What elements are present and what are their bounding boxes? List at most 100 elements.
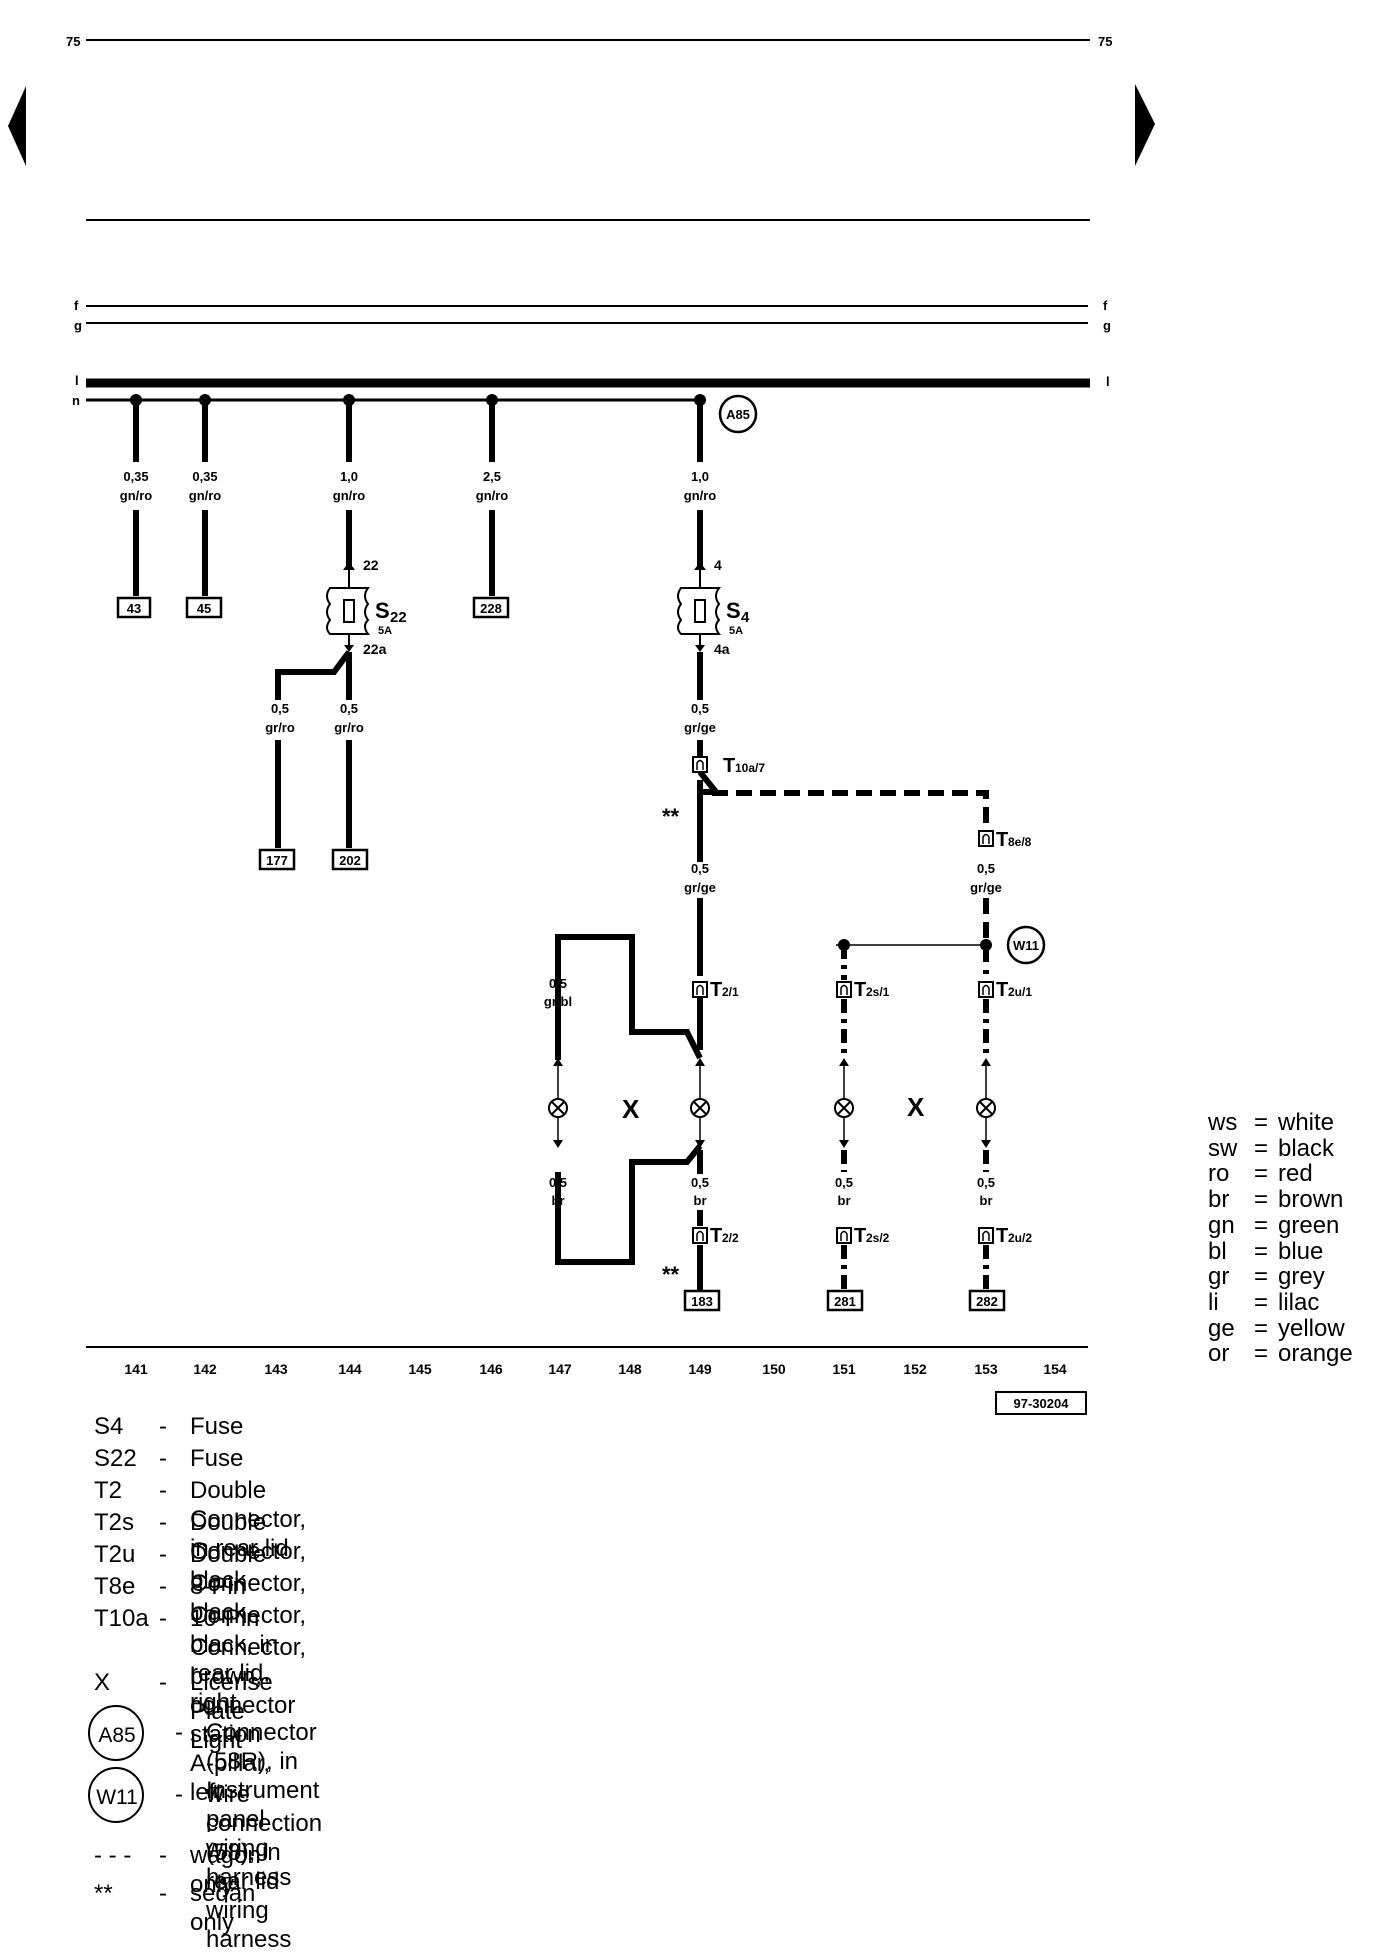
license-plate-light-x-right: X xyxy=(907,1092,925,1122)
color-key-row: ro=red xyxy=(1208,1161,1313,1186)
wire-color: br xyxy=(694,1193,707,1208)
wire-size: 0,5 xyxy=(977,1175,995,1190)
box-228-label: 228 xyxy=(480,601,502,616)
legend-description: Connector (58R), in Instrument panel wir… xyxy=(206,1719,320,1891)
wire-color: br xyxy=(552,1193,565,1208)
legend-dash: - xyxy=(159,1573,167,1600)
fuse-s4-name: S xyxy=(726,598,741,623)
connector-t8e-8 xyxy=(978,830,994,847)
legend-description: Double Connector, black xyxy=(190,1509,307,1594)
scale-number: 143 xyxy=(264,1361,288,1377)
sedan-only-mark: ** xyxy=(662,804,680,829)
wire-color: gr/ro xyxy=(334,720,364,735)
connector-row-2: T 2/2 T 2s/2 T 2u/2 xyxy=(692,1225,1032,1247)
lamp-icon xyxy=(976,1058,996,1148)
legend-description: Double Connector, black xyxy=(190,1541,307,1626)
left-lamp-loop-bottom xyxy=(555,1144,703,1265)
legend-dash: - xyxy=(159,1541,167,1568)
box-228 xyxy=(472,596,510,619)
wire-size: 0,5 xyxy=(549,976,567,991)
color-equals: = xyxy=(1254,1263,1269,1291)
legend-description: wagon only xyxy=(190,1842,261,1898)
color-code: gn xyxy=(1208,1211,1235,1239)
legend-dash: - xyxy=(159,1509,167,1536)
connector-t2-1-sub: 2/1 xyxy=(722,985,739,999)
color-name: green xyxy=(1278,1211,1340,1239)
legend-description: Double Connector, in rear lid xyxy=(190,1477,307,1562)
scale-number: 152 xyxy=(903,1361,927,1377)
legend-description: 8-Pin Connector, black, in rear lid, rig… xyxy=(190,1573,307,1716)
wire-color: gn/ro xyxy=(333,488,366,503)
wire-size: 0,5 xyxy=(691,1175,709,1190)
wire-size: 0,5 xyxy=(271,701,289,716)
wire-color: br xyxy=(838,1193,851,1208)
color-key-row: ws=white xyxy=(1208,1110,1334,1135)
connector-t2s-1-base: T xyxy=(854,979,866,1001)
color-key-row: bl=blue xyxy=(1208,1239,1323,1264)
color-key-row: ge=yellow xyxy=(1208,1316,1345,1341)
connector-t10a-7-base: T xyxy=(723,755,735,777)
color-equals: = xyxy=(1254,1186,1269,1214)
wire-size: 0,5 xyxy=(691,701,709,716)
connector-t2-2-sub: 2/2 xyxy=(722,1231,739,1245)
wire-color: gn/ro xyxy=(476,488,509,503)
connector-t2-1-base: T xyxy=(710,979,722,1001)
box-282-label: 282 xyxy=(976,1294,998,1309)
connector-t2s-2-sub: 2s/2 xyxy=(866,1231,890,1245)
connector-t2s-1-sub: 2s/1 xyxy=(866,985,890,999)
box-281 xyxy=(826,1289,864,1312)
box-282 xyxy=(968,1289,1006,1312)
scale-number: 149 xyxy=(688,1361,712,1377)
connector-row-1: T 2/1 T 2s/1 T 2u/1 xyxy=(692,979,1032,1001)
wire-size: 0,5 xyxy=(340,701,358,716)
legend-w11-circle xyxy=(88,1767,144,1823)
wire-size: 1,0 xyxy=(691,469,709,484)
previous-page-arrow-icon[interactable] xyxy=(8,86,26,166)
legend-dash: - xyxy=(159,1842,167,1869)
next-page-arrow-icon[interactable] xyxy=(1135,84,1155,166)
wire-color: gr/ge xyxy=(684,880,716,895)
fuse-s4-amps: 5A xyxy=(729,625,743,637)
bus-label-n: n xyxy=(72,393,80,408)
color-name: black xyxy=(1278,1134,1335,1162)
wire-size: 0,5 xyxy=(977,861,995,876)
connector-t8e-8-sub: 8e/8 xyxy=(1008,835,1032,849)
fuse-s22-sub: 22 xyxy=(390,609,407,626)
color-key-row: li=lilac xyxy=(1208,1290,1319,1315)
color-equals: = xyxy=(1254,1288,1269,1316)
color-code: ro xyxy=(1208,1160,1230,1188)
wire-color: gr/ge xyxy=(684,720,716,735)
scale-number: 141 xyxy=(124,1361,148,1377)
connector-t2u-1-sub: 2u/1 xyxy=(1008,985,1032,999)
lamp-group xyxy=(548,1058,996,1148)
color-equals: = xyxy=(1254,1237,1269,1265)
color-key-row: or=orange xyxy=(1208,1341,1353,1366)
license-plate-light-x-left: X xyxy=(622,1094,640,1124)
scale-number: 154 xyxy=(1043,1361,1067,1377)
fuse-s4: 4 S 4 5A 4a xyxy=(677,557,750,657)
fuse-s4-in-terminal: 4 xyxy=(714,557,722,573)
fuse-s22-name: S xyxy=(375,598,390,623)
legend-description: License Plate Light xyxy=(190,1669,273,1754)
connector-a85-label: A85 xyxy=(726,407,750,422)
scale-number: 147 xyxy=(548,1361,572,1377)
box-45-label: 45 xyxy=(197,601,211,616)
box-183 xyxy=(683,1289,721,1312)
legend-code: X xyxy=(94,1669,111,1696)
wire-group-supply xyxy=(133,400,703,596)
bus-label-l-right: l xyxy=(1106,374,1110,389)
lamp-icon xyxy=(834,1058,854,1148)
scale-number: 142 xyxy=(193,1361,217,1377)
connector-t2s-2-base: T xyxy=(854,1225,866,1247)
legend-code: T2 xyxy=(94,1477,123,1504)
wire-group-s4-out xyxy=(697,652,723,1050)
wire-size: 0,35 xyxy=(192,469,217,484)
color-code: ge xyxy=(1208,1314,1235,1342)
legend-dash: - xyxy=(159,1605,167,1632)
color-code: bl xyxy=(1208,1237,1227,1265)
wire-size: 0,5 xyxy=(835,1175,853,1190)
figure-id-box xyxy=(995,1391,1087,1415)
legend-dash: - xyxy=(159,1477,167,1504)
